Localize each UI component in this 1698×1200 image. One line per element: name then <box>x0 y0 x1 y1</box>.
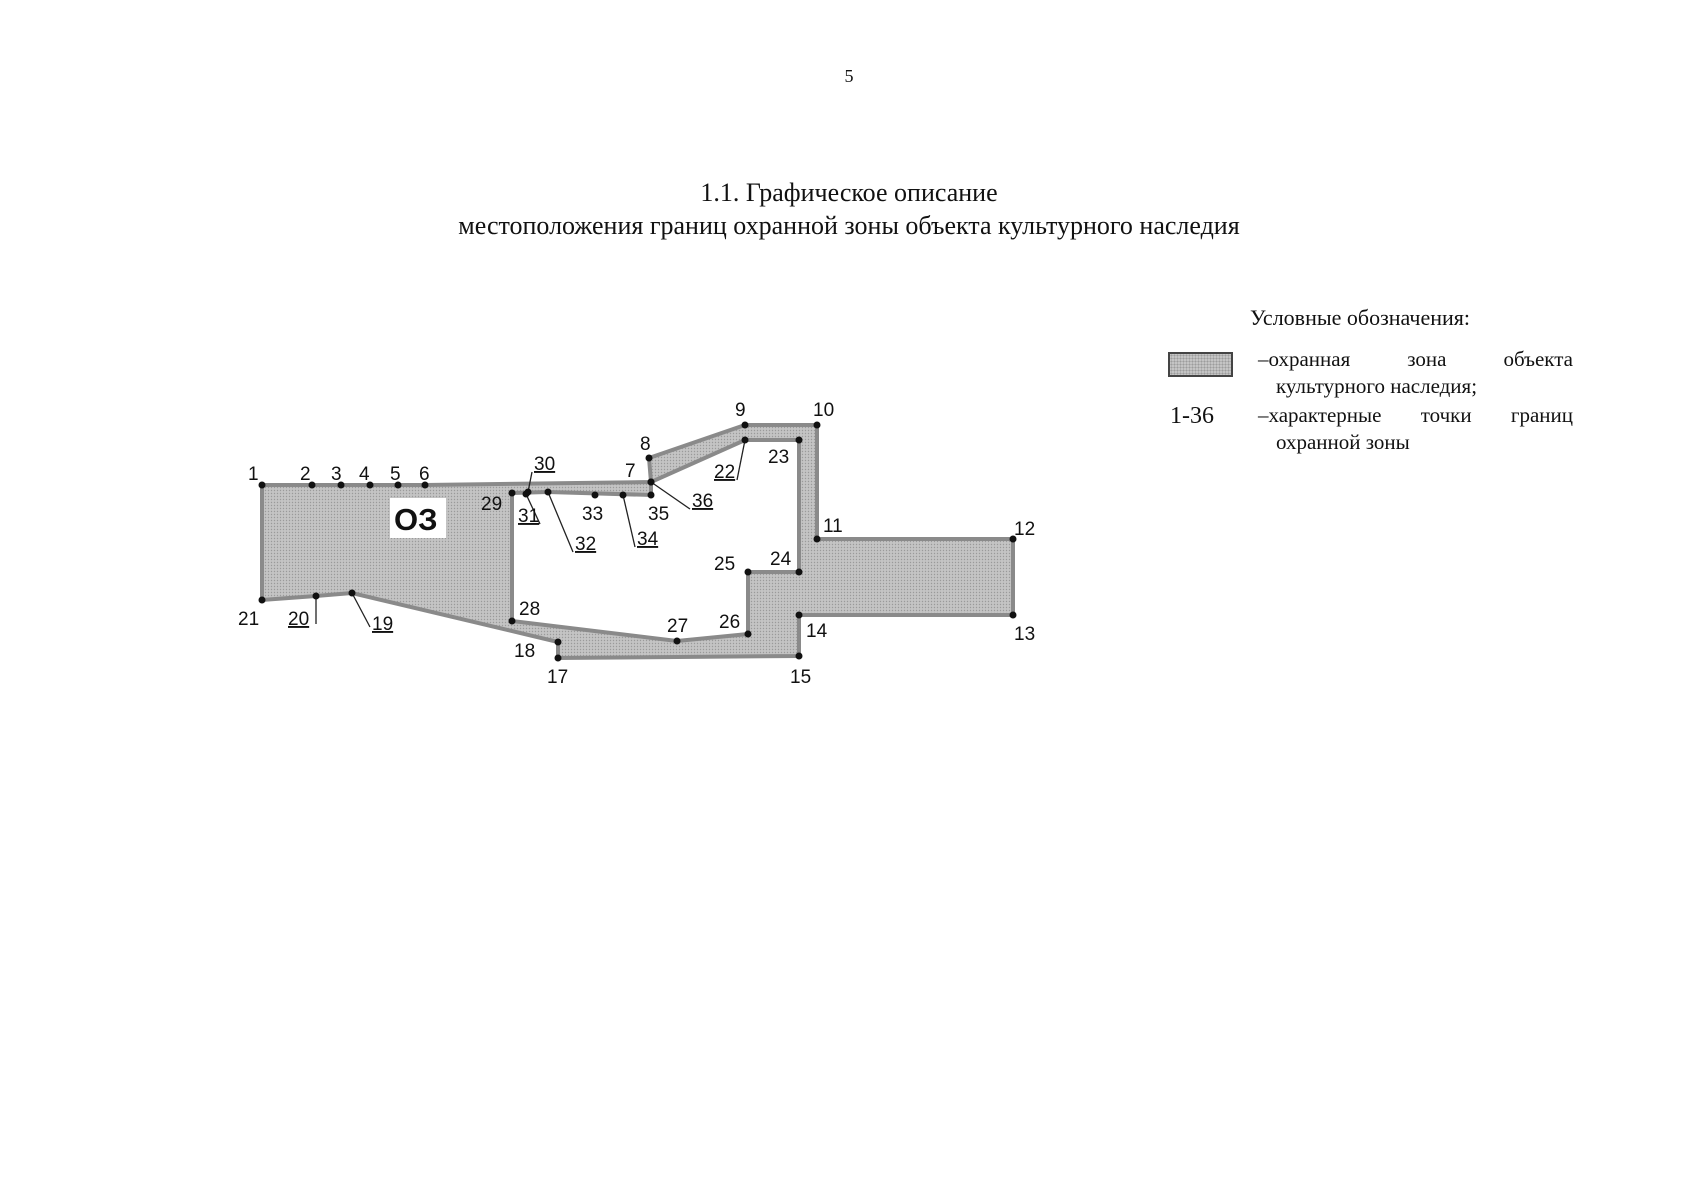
boundary-point-15 <box>795 652 803 660</box>
legend-points-description: –характерные точки границ охранной зоны <box>1258 402 1573 456</box>
boundary-point-3 <box>337 481 345 489</box>
boundary-point-27 <box>673 637 681 645</box>
point-label-22: 22 <box>714 462 735 483</box>
page-title: 1.1. Графическое описание местоположения… <box>0 176 1698 242</box>
point-label-36: 36 <box>692 491 713 512</box>
boundary-point-23 <box>795 436 803 444</box>
boundary-point-33 <box>591 491 599 499</box>
boundary-point-18 <box>554 638 562 646</box>
point-label-29: 29 <box>481 494 502 515</box>
boundary-point-19 <box>348 589 356 597</box>
point-label-5: 5 <box>390 464 401 485</box>
boundary-point-29 <box>508 489 516 497</box>
point-label-13: 13 <box>1014 624 1035 645</box>
point-label-11: 11 <box>823 516 843 537</box>
leader-line-36 <box>650 481 691 510</box>
point-label-24: 24 <box>770 549 792 570</box>
legend-zone-swatch <box>1168 352 1233 377</box>
point-label-32: 32 <box>575 534 596 555</box>
boundary-point-22 <box>741 436 749 444</box>
zone-label: ОЗ <box>394 502 438 537</box>
point-label-17: 17 <box>547 667 568 688</box>
point-label-15: 15 <box>790 667 811 688</box>
boundary-point-10 <box>813 421 821 429</box>
boundary-point-13 <box>1009 611 1017 619</box>
point-label-12: 12 <box>1014 519 1035 540</box>
boundary-point-25 <box>744 568 752 576</box>
point-label-8: 8 <box>640 434 651 455</box>
point-label-19: 19 <box>372 614 393 635</box>
point-label-20: 20 <box>288 609 309 630</box>
point-label-14: 14 <box>806 621 828 642</box>
boundary-point-20 <box>312 592 320 600</box>
title-line-1: 1.1. Графическое описание <box>700 178 998 207</box>
boundary-point-5 <box>394 481 402 489</box>
legend-continuation: культурного наследия; <box>1276 374 1478 398</box>
point-label-18: 18 <box>514 641 535 662</box>
boundary-point-4 <box>366 481 374 489</box>
leader-line-32 <box>547 491 574 553</box>
zone-label-background <box>390 498 446 538</box>
boundary-point-17 <box>554 654 562 662</box>
boundary-point-35 <box>647 491 655 499</box>
point-label-33: 33 <box>582 504 603 525</box>
legend-word: характерные <box>1268 403 1382 427</box>
boundary-point-14 <box>795 611 803 619</box>
label-leader-lines <box>315 439 746 628</box>
point-label-7: 7 <box>625 461 636 482</box>
boundary-point-9 <box>741 421 749 429</box>
point-label-6: 6 <box>419 464 430 485</box>
boundary-point-36 <box>647 478 655 486</box>
leader-line-34 <box>622 494 636 548</box>
boundary-point-6 <box>421 481 429 489</box>
leader-line-19 <box>351 592 371 628</box>
boundary-point-26 <box>744 630 752 638</box>
point-label-30: 30 <box>534 454 555 475</box>
point-label-27: 27 <box>667 616 688 637</box>
point-label-10: 10 <box>813 400 834 421</box>
boundary-point-28 <box>508 617 516 625</box>
legend-word: зона <box>1407 347 1447 371</box>
legend-dash: – <box>1258 403 1269 427</box>
point-label-25: 25 <box>714 554 735 575</box>
page-number: 5 <box>844 66 854 86</box>
boundary-point-1 <box>258 481 266 489</box>
boundary-point-21 <box>258 596 266 604</box>
point-label-2: 2 <box>300 464 311 485</box>
point-label-3: 3 <box>331 464 342 485</box>
boundary-point-34 <box>619 491 627 499</box>
boundary-point-24 <box>795 568 803 576</box>
point-label-1: 1 <box>248 464 259 485</box>
legend-zone-description: –охранная зона объекта культурного насле… <box>1258 346 1573 400</box>
point-label-34: 34 <box>637 529 659 550</box>
legend-word: границ <box>1510 403 1573 427</box>
point-label-4: 4 <box>359 464 370 485</box>
point-label-21: 21 <box>238 609 259 630</box>
legend-word: охранная <box>1268 347 1351 371</box>
boundary-point-31 <box>522 490 530 498</box>
boundary-point-2 <box>308 481 316 489</box>
point-label-35: 35 <box>648 504 669 525</box>
legend-heading: Условные обозначения: <box>1250 305 1471 330</box>
boundary-point-11 <box>813 535 821 543</box>
legend-dash: – <box>1258 347 1269 371</box>
boundary-points <box>258 421 1017 662</box>
boundary-point-32 <box>544 488 552 496</box>
legend-word: объекта <box>1503 347 1573 371</box>
point-label-9: 9 <box>735 400 746 421</box>
point-label-28: 28 <box>519 599 540 620</box>
point-label-31: 31 <box>518 506 539 527</box>
point-label-26: 26 <box>719 612 740 633</box>
legend-points-range: 1-36 <box>1170 403 1214 429</box>
boundary-point-12 <box>1009 535 1017 543</box>
leader-line-31 <box>525 493 541 525</box>
legend-word: точки <box>1420 403 1472 427</box>
leader-line-22 <box>736 439 746 481</box>
title-line-2: местоположения границ охранной зоны объе… <box>458 211 1240 240</box>
legend-continuation: охранной зоны <box>1276 430 1410 454</box>
boundary-point-8 <box>645 454 653 462</box>
point-label-23: 23 <box>768 447 789 468</box>
